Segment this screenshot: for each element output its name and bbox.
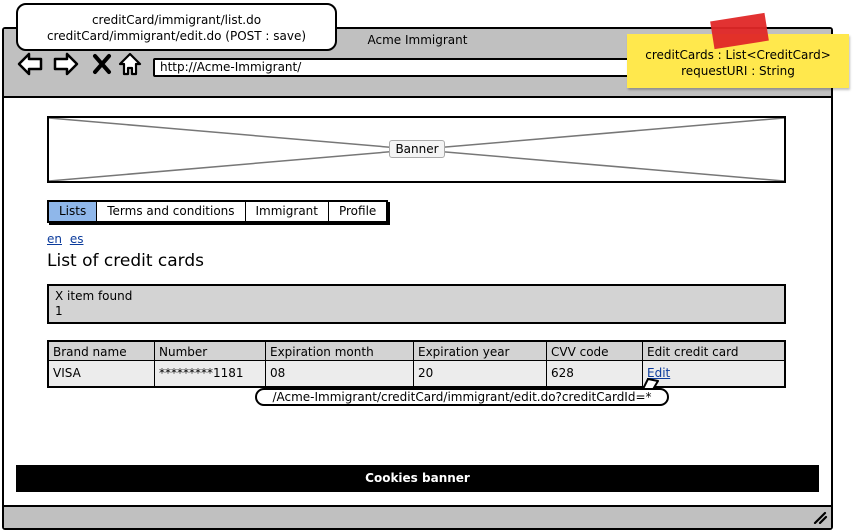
cell-expiration-year: 20 (414, 360, 547, 386)
tab-lists[interactable]: Lists (49, 202, 98, 221)
callout-line-2: creditCard/immigrant/edit.do (POST : sav… (46, 29, 307, 43)
edit-link-url-callout: /Acme-Immigrant/creditCard/immigrant/edi… (255, 388, 669, 406)
cell-edit: Edit (643, 360, 784, 386)
column-header-brand-name[interactable]: Brand name (49, 342, 155, 360)
table-header-row: Brand name Number Expiration month Expir… (49, 342, 784, 361)
column-header-expiration-month[interactable]: Expiration month (266, 342, 414, 360)
edit-link[interactable]: Edit (647, 366, 671, 380)
close-icon[interactable] (88, 50, 116, 78)
url-callout: creditCard/immigrant/list.do creditCard/… (16, 3, 337, 51)
language-link-es[interactable]: es (69, 232, 84, 246)
sticky-line-2: requestURI : String (681, 64, 795, 78)
forward-arrow-icon[interactable] (52, 50, 80, 78)
banner-label: Banner (389, 140, 445, 158)
cell-number: *********1181 (155, 360, 266, 386)
back-arrow-icon[interactable] (16, 50, 44, 78)
banner-placeholder: Banner (47, 116, 786, 183)
url-bar[interactable]: http://Acme-Immigrant/ (153, 58, 631, 77)
cell-expiration-month: 08 (266, 360, 414, 386)
column-header-expiration-year[interactable]: Expiration year (414, 342, 547, 360)
resize-grip-icon[interactable] (812, 510, 828, 524)
tab-immigrant[interactable]: Immigrant (246, 202, 329, 221)
tab-terms-and-conditions[interactable]: Terms and conditions (97, 202, 246, 221)
cookies-banner[interactable]: Cookies banner (16, 465, 819, 492)
callout-line-1: creditCard/immigrant/list.do (91, 13, 262, 27)
column-header-edit-credit-card: Edit credit card (647, 345, 739, 359)
column-header-cvv-code[interactable]: CVV code (547, 342, 643, 360)
cell-brand-name: VISA (49, 360, 155, 386)
language-switcher: en es (47, 232, 87, 246)
credit-cards-table: Brand name Number Expiration month Expir… (47, 340, 786, 388)
home-icon[interactable] (116, 50, 144, 78)
items-found-count: 1 (55, 304, 63, 318)
language-link-en[interactable]: en (47, 232, 62, 246)
tab-profile[interactable]: Profile (338, 204, 377, 218)
sticky-line-1: creditCards : List<CreditCard> (645, 48, 831, 62)
page-title: List of credit cards (47, 251, 205, 271)
items-found-panel: X item found 1 (47, 284, 786, 324)
browser-status-bar (4, 505, 831, 528)
column-header-number[interactable]: Number (155, 342, 266, 360)
table-row: VISA *********1181 08 20 628 Edit (49, 360, 784, 386)
window-title: Acme Immigrant (367, 33, 468, 47)
cell-cvv-code: 628 (547, 360, 643, 386)
main-tabs: Lists Terms and conditions Immigrant Pro… (47, 200, 389, 223)
items-found-label: X item found (55, 289, 133, 303)
browser-window (2, 27, 833, 530)
